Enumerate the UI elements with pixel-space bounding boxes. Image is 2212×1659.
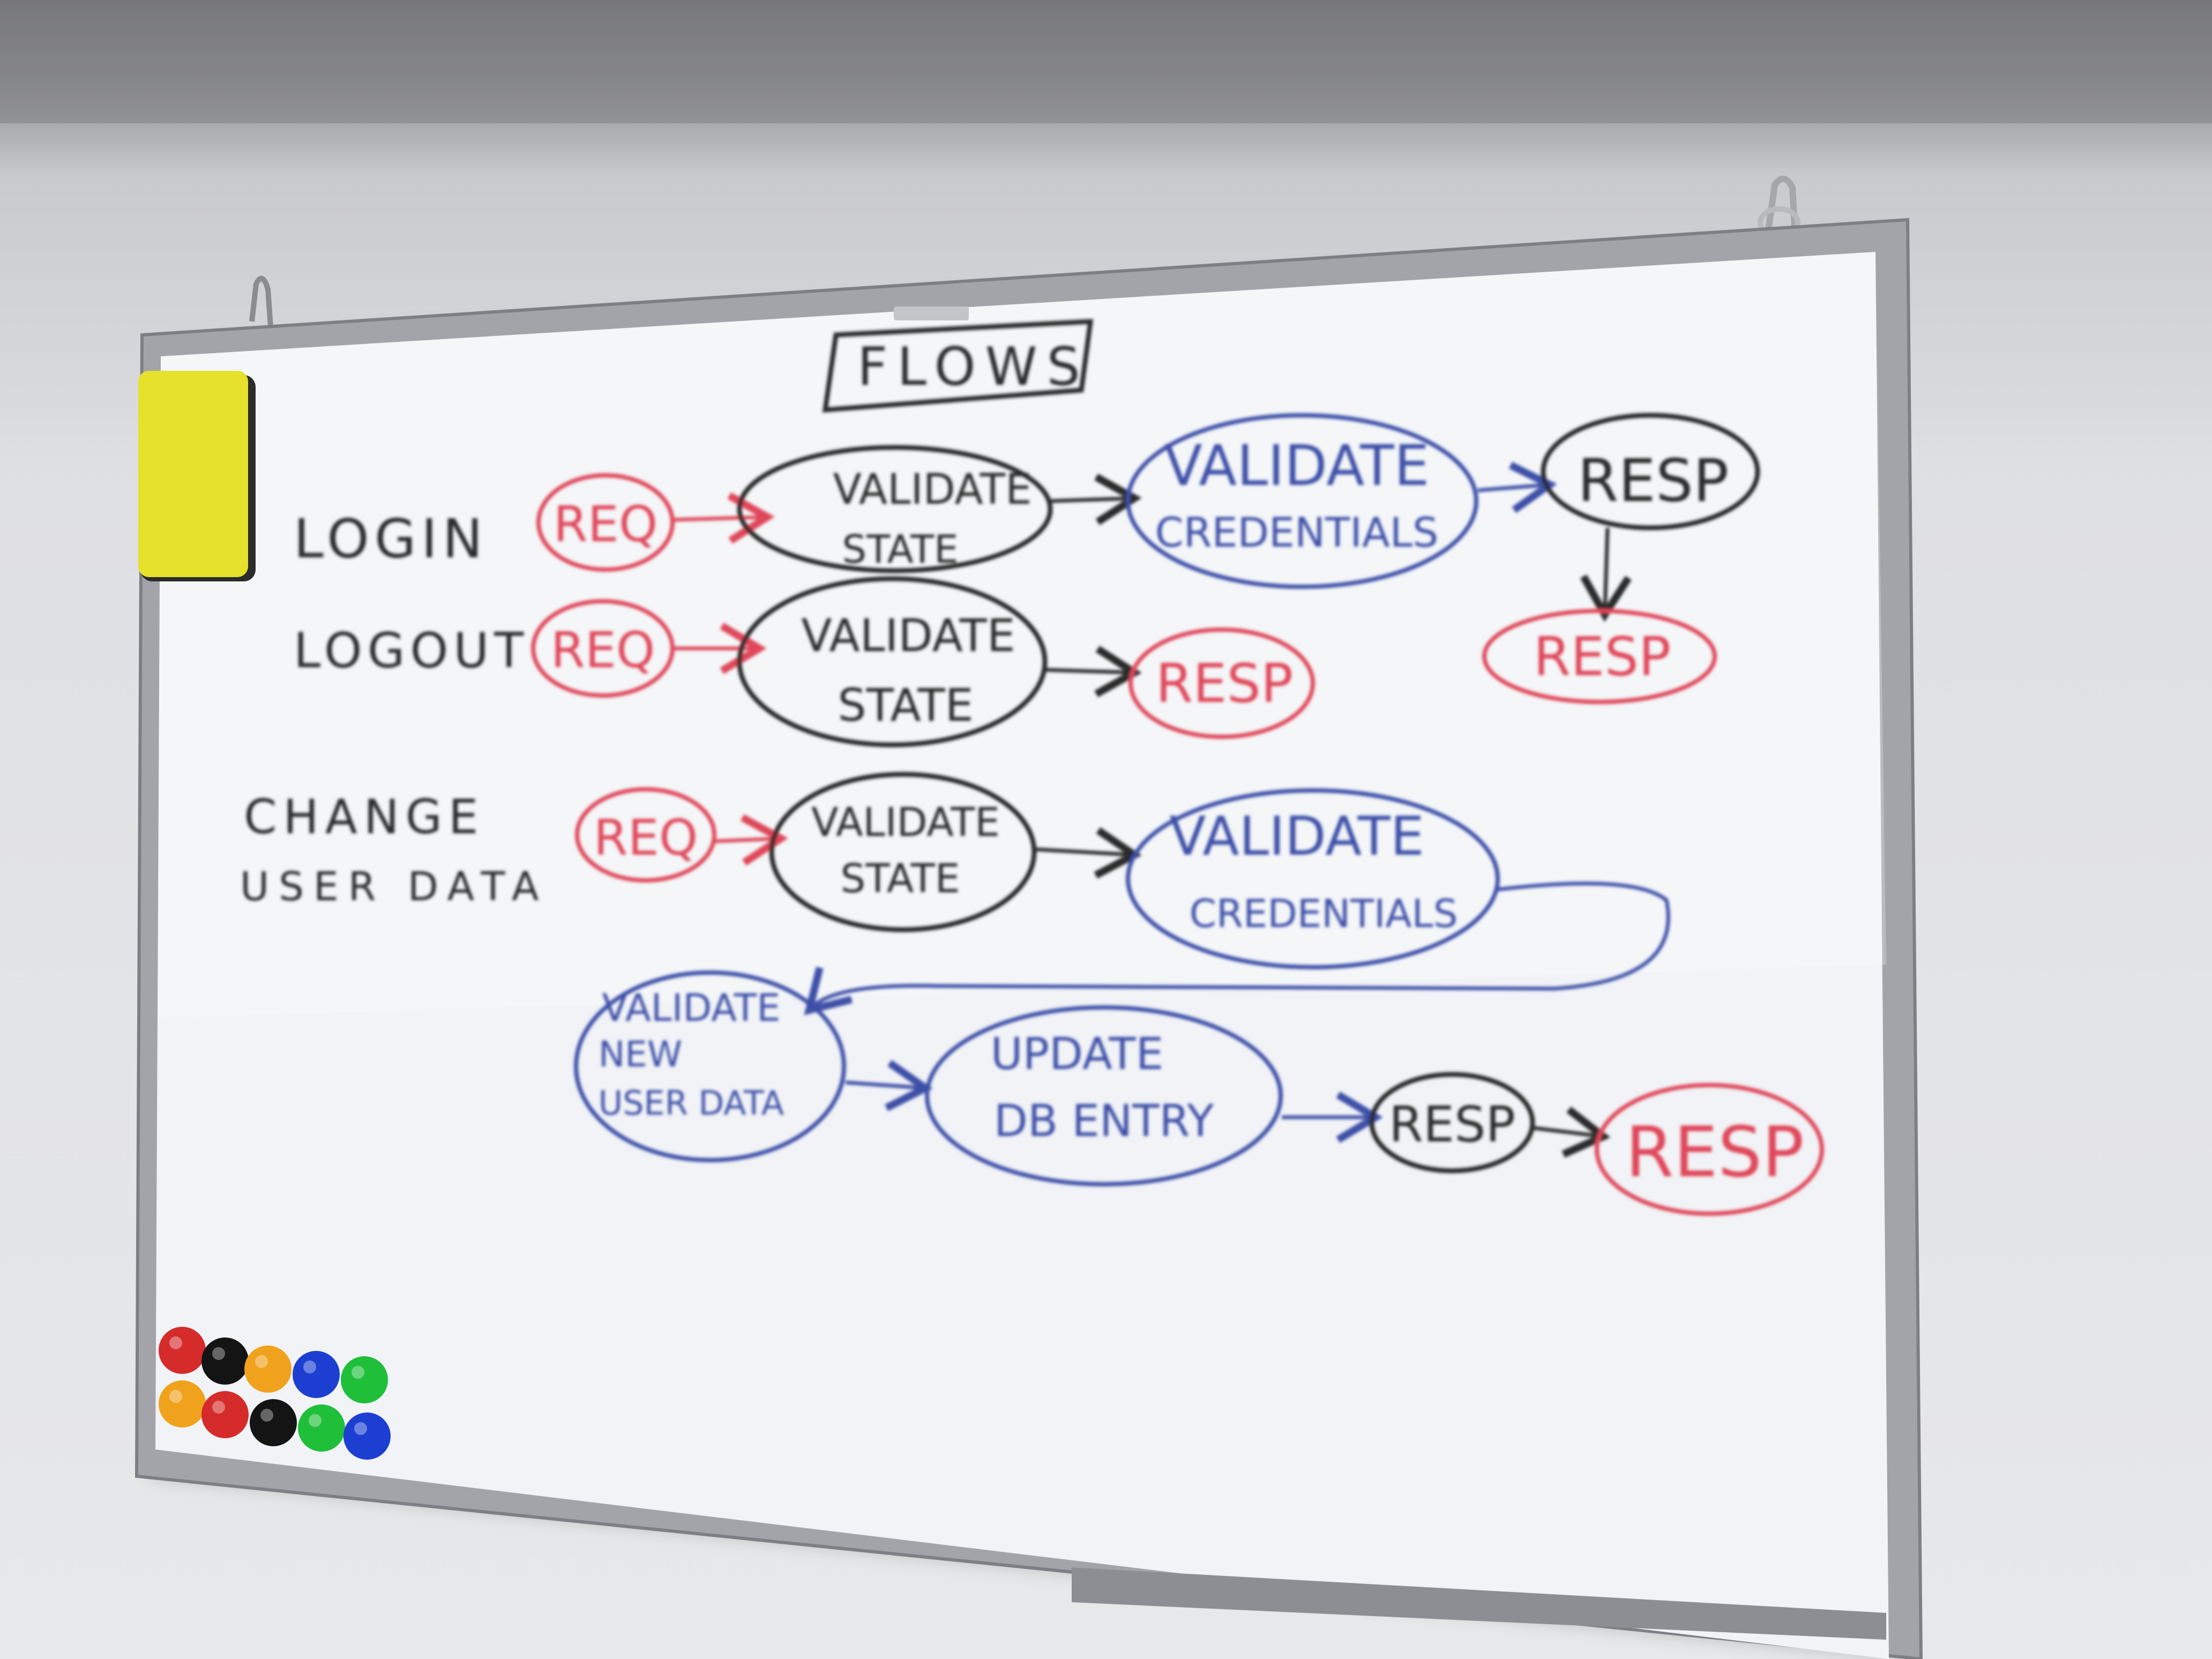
login-resp-node: RESP <box>1541 413 1760 530</box>
change-arrow-6 <box>1533 1107 1611 1158</box>
login-label: LOGIN <box>294 507 488 570</box>
change-validate-credentials-line2: CREDENTIALS <box>1190 891 1458 936</box>
change-resp-error-text: RESP <box>1625 1111 1804 1193</box>
login-validate-state-node: VALIDATE STATE <box>737 445 1053 573</box>
login-validate-credentials-node: VALIDATE CREDENTIALS <box>1126 413 1478 589</box>
logout-validate-state-line2: STATE <box>838 679 973 731</box>
login-req-node: REQ <box>536 473 675 572</box>
login-validate-state-line2: STATE <box>842 527 958 572</box>
magnet-blue <box>343 1413 391 1460</box>
change-resp-node: RESP <box>1369 1072 1535 1174</box>
change-update-db-node: UPDATE DB ENTRY <box>925 1005 1283 1186</box>
change-validate-state-line1: VALIDATE <box>811 799 1000 846</box>
login-resp-text: RESP <box>1578 446 1729 515</box>
login-resp-error-node: RESP <box>1482 609 1717 704</box>
marker-tray <box>1072 1567 1886 1640</box>
magnet-highlight <box>354 1422 367 1435</box>
logout-resp-text: RESP <box>1156 652 1293 715</box>
brand-label <box>894 307 969 320</box>
logout-resp-node: RESP <box>1129 627 1315 739</box>
change-validate-state-node: VALIDATE STATE <box>769 772 1037 932</box>
magnet-highlight <box>255 1355 268 1368</box>
login-validate-state-line1: VALIDATE <box>833 466 1032 514</box>
logout-label: LOGOUT <box>294 623 529 679</box>
logout-validate-state-node: VALIDATE STATE <box>737 576 1048 748</box>
change-arrow-3 <box>804 881 1670 1015</box>
magnet-red <box>159 1327 206 1374</box>
wall-hook-left <box>249 275 273 327</box>
change-req-node: REQ <box>575 787 716 883</box>
logout-arrow-2 <box>1045 646 1142 698</box>
change-validate-new-line2: NEW <box>599 1034 682 1075</box>
magnet-green <box>341 1356 388 1403</box>
change-update-db-line1: UPDATE <box>991 1029 1164 1080</box>
magnet-highlight <box>260 1409 273 1422</box>
logout-validate-state-line1: VALIDATE <box>801 609 1015 662</box>
magnet-highlight <box>303 1361 316 1373</box>
change-validate-credentials-node: VALIDATE CREDENTIALS <box>1126 788 1500 969</box>
magnet-highlight <box>309 1414 322 1427</box>
ceiling-shadow <box>0 0 2212 123</box>
eraser <box>138 371 256 581</box>
title-box: FLOWS <box>822 319 1094 413</box>
magnet-orange <box>159 1380 206 1428</box>
change-update-db-line2: DB ENTRY <box>994 1096 1214 1147</box>
magnet-highlight <box>169 1390 182 1403</box>
magnet-black <box>201 1337 249 1385</box>
title-text: FLOWS <box>857 337 1090 398</box>
change-arrow-4 <box>845 1059 933 1111</box>
login-resp-error-text: RESP <box>1534 625 1671 688</box>
login-arrow-2 <box>1051 474 1142 525</box>
magnet-highlight <box>212 1401 225 1414</box>
logout-req-node: REQ <box>531 599 675 698</box>
logout-req-text: REQ <box>551 622 655 679</box>
login-arrow-4 <box>1580 527 1632 622</box>
change-resp-text: RESP <box>1389 1096 1515 1153</box>
login-req-text: REQ <box>554 496 657 553</box>
magnet-highlight <box>352 1366 364 1379</box>
change-validate-new-line3: USER DATA <box>599 1083 784 1123</box>
magnet-highlight <box>212 1347 225 1360</box>
change-validate-state-line2: STATE <box>840 856 960 902</box>
login-arrow-3 <box>1477 461 1557 513</box>
change-resp-error-node: RESP <box>1595 1083 1824 1216</box>
magnet-black <box>250 1399 297 1446</box>
magnet-highlight <box>169 1336 182 1349</box>
change-req-text: REQ <box>594 809 698 866</box>
login-arrow-1 <box>674 492 775 544</box>
change-validate-credentials-line1: VALIDATE <box>1169 805 1424 868</box>
change-label-line2: USER DATA <box>240 864 548 910</box>
change-arrow-1 <box>714 814 788 866</box>
magnet-red <box>201 1391 249 1438</box>
login-validate-credentials-line2: CREDENTIALS <box>1155 509 1439 556</box>
magnet-cluster <box>159 1327 391 1460</box>
login-validate-credentials-line1: VALIDATE <box>1164 433 1430 498</box>
change-validate-new-user-data-node: VALIDATE NEW USER DATA <box>574 970 846 1162</box>
change-validate-new-line1: VALIDATE <box>602 986 780 1030</box>
change-label-line1: CHANGE <box>244 789 484 845</box>
magnet-blue <box>293 1351 340 1398</box>
change-arrow-2 <box>1035 827 1142 879</box>
magnet-green <box>298 1404 345 1452</box>
magnet-orange <box>244 1346 292 1393</box>
